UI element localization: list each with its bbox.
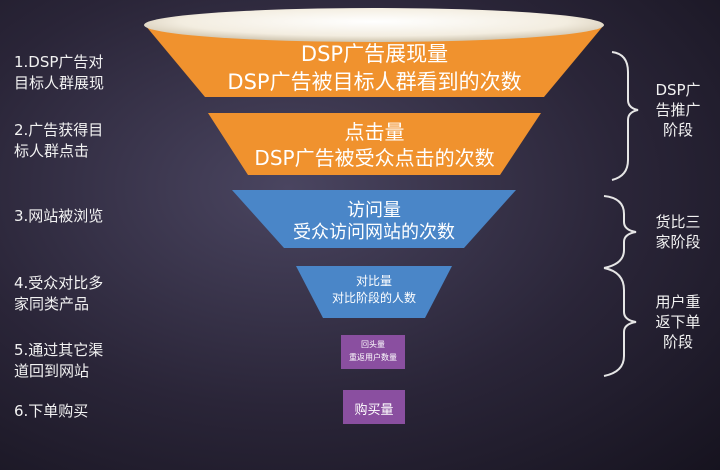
funnel-section-return [341,335,405,369]
funnel-section-clicks [208,113,541,175]
brace-dsp [611,51,639,181]
funnel-title-return: 回头量 [361,340,385,349]
funnel-desc-visits: 受众访问网站的次数 [293,222,455,243]
funnel-desc-compare: 对比阶段的人数 [331,291,416,305]
funnel-section-visits [232,190,516,248]
brace-return [603,267,637,377]
funnel-title-clicks: 点击量 [344,120,405,144]
funnel-section-purchase [343,390,405,424]
funnel-title-compare: 对比量 [355,274,392,288]
step-label-4: 4.受众对比多 家同类产品 [14,274,104,313]
funnel-title-visits: 访问量 [347,200,401,221]
funnel-desc-clicks: DSP广告被受众点击的次数 [254,146,495,170]
funnel-section-impressions [145,25,604,97]
stage-label-compare: 货比三 家阶段 [655,213,701,251]
step-label-3: 3.网站被浏览 [14,207,104,225]
funnel-section-compare [296,266,452,318]
funnel-title-purchase: 购买量 [354,403,394,418]
funnel-desc-impressions: DSP广告被目标人群看到的次数 [227,70,522,94]
step-label-5: 5.通过其它渠 道回到网站 [14,341,104,380]
funnel-desc-return: 重返用户数量 [349,353,397,362]
funnel-title-impressions: DSP广告展现量 [300,42,449,66]
funnel-rim [144,8,604,42]
stage-label-dsp: DSP广 告推广 阶段 [655,81,701,139]
step-label-1: 1.DSP广告对 目标人群展现 [14,53,105,92]
brace-compare [603,195,637,269]
stage-label-return: 用户重 返下单 阶段 [655,293,701,351]
step-label-2: 2.广告获得目 标人群点击 [14,121,104,160]
step-label-6: 6.下单购买 [14,402,89,420]
